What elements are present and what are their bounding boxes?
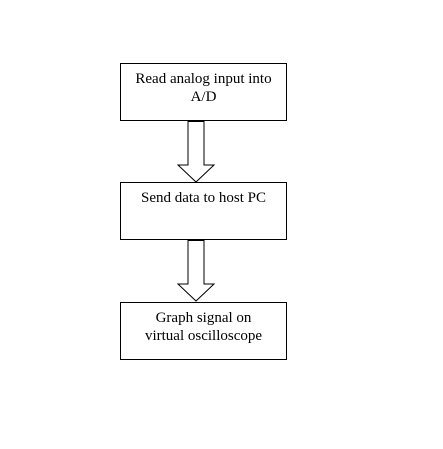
- step-1-line-1: Read analog input into: [135, 71, 272, 87]
- step-1-line-2: A/D: [190, 89, 217, 105]
- step-send-data: Send data to host PC: [120, 182, 287, 240]
- step-graph-signal: Graph signal on virtual oscilloscope: [120, 302, 287, 360]
- step-3-line-2: virtual oscilloscope: [144, 328, 263, 344]
- step-3-line-1: Graph signal on: [155, 310, 252, 326]
- step-2-line-1: Send data to host PC: [140, 190, 266, 206]
- flow-arrow-1: [177, 121, 216, 183]
- step-read-analog-input: Read analog input into A/D: [120, 63, 287, 121]
- flow-arrow-2: [177, 240, 216, 302]
